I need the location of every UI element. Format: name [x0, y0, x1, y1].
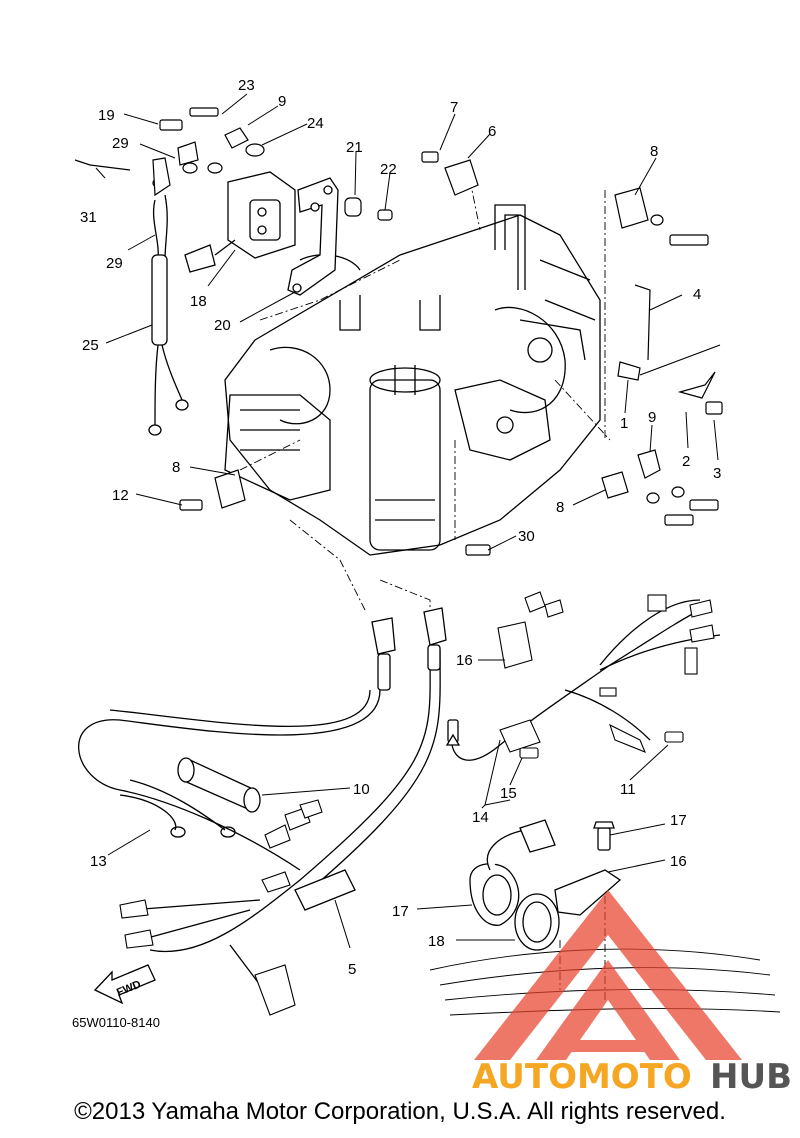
- callout-20: 17: [670, 812, 687, 829]
- leader-lines: [239, 179, 611, 1000]
- callout-8-lower: 8: [556, 499, 564, 516]
- forward-direction-arrow: FWD: [93, 964, 156, 1005]
- callout-2: 2: [682, 453, 690, 470]
- callout-23: 20: [214, 317, 231, 334]
- callout-6: 6: [488, 123, 496, 140]
- callout-25: 22: [380, 161, 397, 178]
- callout-labels: 23 9 19 24 29 7 6 21 22 8 31 29 4 18 20 …: [80, 77, 721, 978]
- callout-28: 25: [82, 337, 99, 354]
- earth-leads: [119, 779, 236, 838]
- callout-27: 24: [307, 115, 324, 132]
- right-side-parts: [179, 187, 723, 556]
- callout-16: 16: [456, 652, 473, 669]
- rectifier-regulator: [184, 171, 296, 273]
- callout-3: 3: [713, 465, 721, 482]
- callout-4: 4: [693, 286, 701, 303]
- callout-13: 13: [90, 853, 107, 870]
- callout-1: 1: [620, 415, 628, 432]
- callout-14: 14: [472, 809, 489, 826]
- watermark-text-automoto: AUTOMOTO: [472, 1057, 692, 1097]
- callout-29-top: 29: [112, 135, 129, 152]
- wire-lead-harness: [148, 194, 189, 436]
- callout-31: 31: [80, 209, 97, 226]
- callout-9-right: 9: [648, 409, 656, 426]
- callout-pointers: [95, 93, 719, 949]
- callout-7: 7: [450, 99, 458, 116]
- callout-26: 23: [238, 77, 255, 94]
- callout-8-left: 8: [172, 459, 180, 476]
- callout-29-bottom: 29: [106, 255, 123, 272]
- bracket: [287, 177, 339, 296]
- cable-plugs: [371, 607, 461, 746]
- callout-24: 21: [346, 139, 363, 156]
- small-fasteners-top: [74, 107, 479, 221]
- copyright-notice: ©2013 Yamaha Motor Corporation, U.S.A. A…: [74, 1098, 726, 1125]
- callout-17: 17: [392, 903, 409, 920]
- callout-10: 10: [353, 781, 370, 798]
- callout-22: 19: [98, 107, 115, 124]
- terminal-connectors: [119, 591, 715, 1016]
- callout-9-top: 9: [278, 93, 286, 110]
- watermark-text-hub: HUB: [710, 1057, 792, 1097]
- callout-30: 30: [518, 528, 535, 545]
- protector-tube: [177, 757, 261, 813]
- callout-12: 12: [112, 487, 129, 504]
- callout-21: 18: [190, 293, 207, 310]
- main-wire-harness: [78, 599, 721, 986]
- automotohub-logo-watermark: [474, 890, 742, 1060]
- callout-8-right: 8: [650, 143, 658, 160]
- callout-19: 16: [670, 853, 687, 870]
- callout-15: 15: [500, 785, 517, 802]
- callout-11: 11: [620, 781, 636, 798]
- engine-block: [224, 204, 601, 556]
- callout-18: 18: [428, 933, 445, 950]
- diagram-part-code: 65W0110-8140: [72, 1015, 160, 1030]
- callout-5: 5: [348, 961, 356, 978]
- switch-assembly: [469, 819, 622, 951]
